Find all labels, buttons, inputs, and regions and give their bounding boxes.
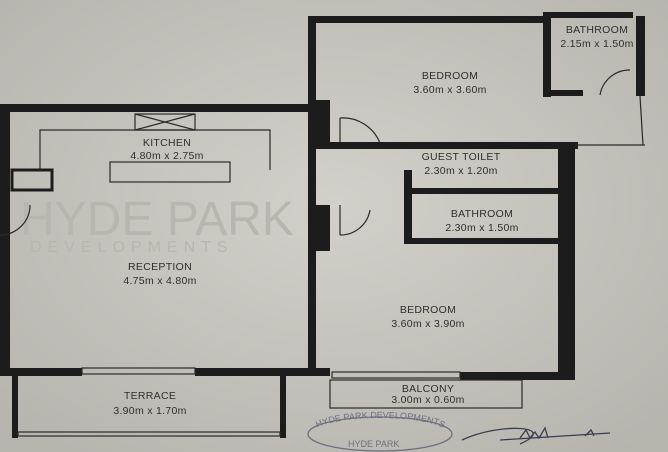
signature — [461, 426, 611, 445]
svg-text:2.30m x 1.20m: 2.30m x 1.20m — [424, 165, 497, 177]
room-guest-toilet: GUEST TOILET 2.30m x 1.20m — [422, 151, 501, 177]
balcony-railing — [329, 379, 523, 409]
svg-text:4.80m x 2.75m: 4.80m x 2.75m — [130, 150, 203, 162]
room-bedroom-2: BEDROOM 3.60m x 3.90m — [391, 304, 464, 330]
doors — [0, 69, 631, 236]
svg-text:3.90m x 1.70m: 3.90m x 1.70m — [113, 405, 186, 417]
svg-text:2.15m x 1.50m: 2.15m x 1.50m — [560, 38, 633, 50]
svg-text:GUEST TOILET: GUEST TOILET — [422, 151, 501, 163]
svg-text:2.30m x 1.50m: 2.30m x 1.50m — [445, 222, 518, 234]
terrace-wall — [12, 376, 18, 438]
room-terrace: TERRACE 3.90m x 1.70m — [113, 390, 186, 417]
room-bedroom-1: BEDROOM 3.60m x 3.60m — [413, 70, 486, 96]
room-bathroom-1: BATHROOM 2.15m x 1.50m — [560, 24, 633, 50]
kitchen-counter — [39, 113, 271, 183]
terrace-railing — [17, 431, 281, 437]
svg-text:BEDROOM: BEDROOM — [422, 70, 478, 82]
svg-text:HYDE PARK: HYDE PARK — [20, 193, 294, 246]
room-kitchen: KITCHEN 4.80m x 2.75m — [130, 137, 203, 162]
room-balcony: BALCONY 3.00m x 0.60m — [391, 383, 464, 406]
svg-text:KITCHEN: KITCHEN — [143, 137, 191, 149]
svg-text:DEVELOPMENTS: DEVELOPMENTS — [30, 239, 234, 256]
terrace-wall — [280, 376, 286, 438]
walls — [0, 12, 645, 380]
svg-text:HYDE PARK: HYDE PARK — [348, 439, 399, 449]
svg-text:BEDROOM: BEDROOM — [400, 304, 456, 316]
svg-text:BALCONY: BALCONY — [402, 383, 454, 395]
svg-text:BATHROOM: BATHROOM — [566, 24, 628, 36]
room-bathroom-2: BATHROOM 2.30m x 1.50m — [445, 208, 518, 234]
svg-text:3.00m x 0.60m: 3.00m x 0.60m — [391, 394, 464, 406]
room-reception: RECEPTION 4.75m x 4.80m — [123, 261, 196, 287]
svg-text:4.75m x 4.80m: 4.75m x 4.80m — [123, 275, 196, 287]
watermark: HYDE PARK DEVELOPMENTS — [20, 193, 294, 256]
svg-text:3.60m x 3.60m: 3.60m x 3.60m — [413, 84, 486, 96]
svg-text:RECEPTION: RECEPTION — [128, 261, 192, 273]
svg-text:TERRACE: TERRACE — [124, 390, 176, 402]
svg-text:3.60m x 3.90m: 3.60m x 3.90m — [391, 318, 464, 330]
svg-text:BATHROOM: BATHROOM — [451, 208, 513, 220]
